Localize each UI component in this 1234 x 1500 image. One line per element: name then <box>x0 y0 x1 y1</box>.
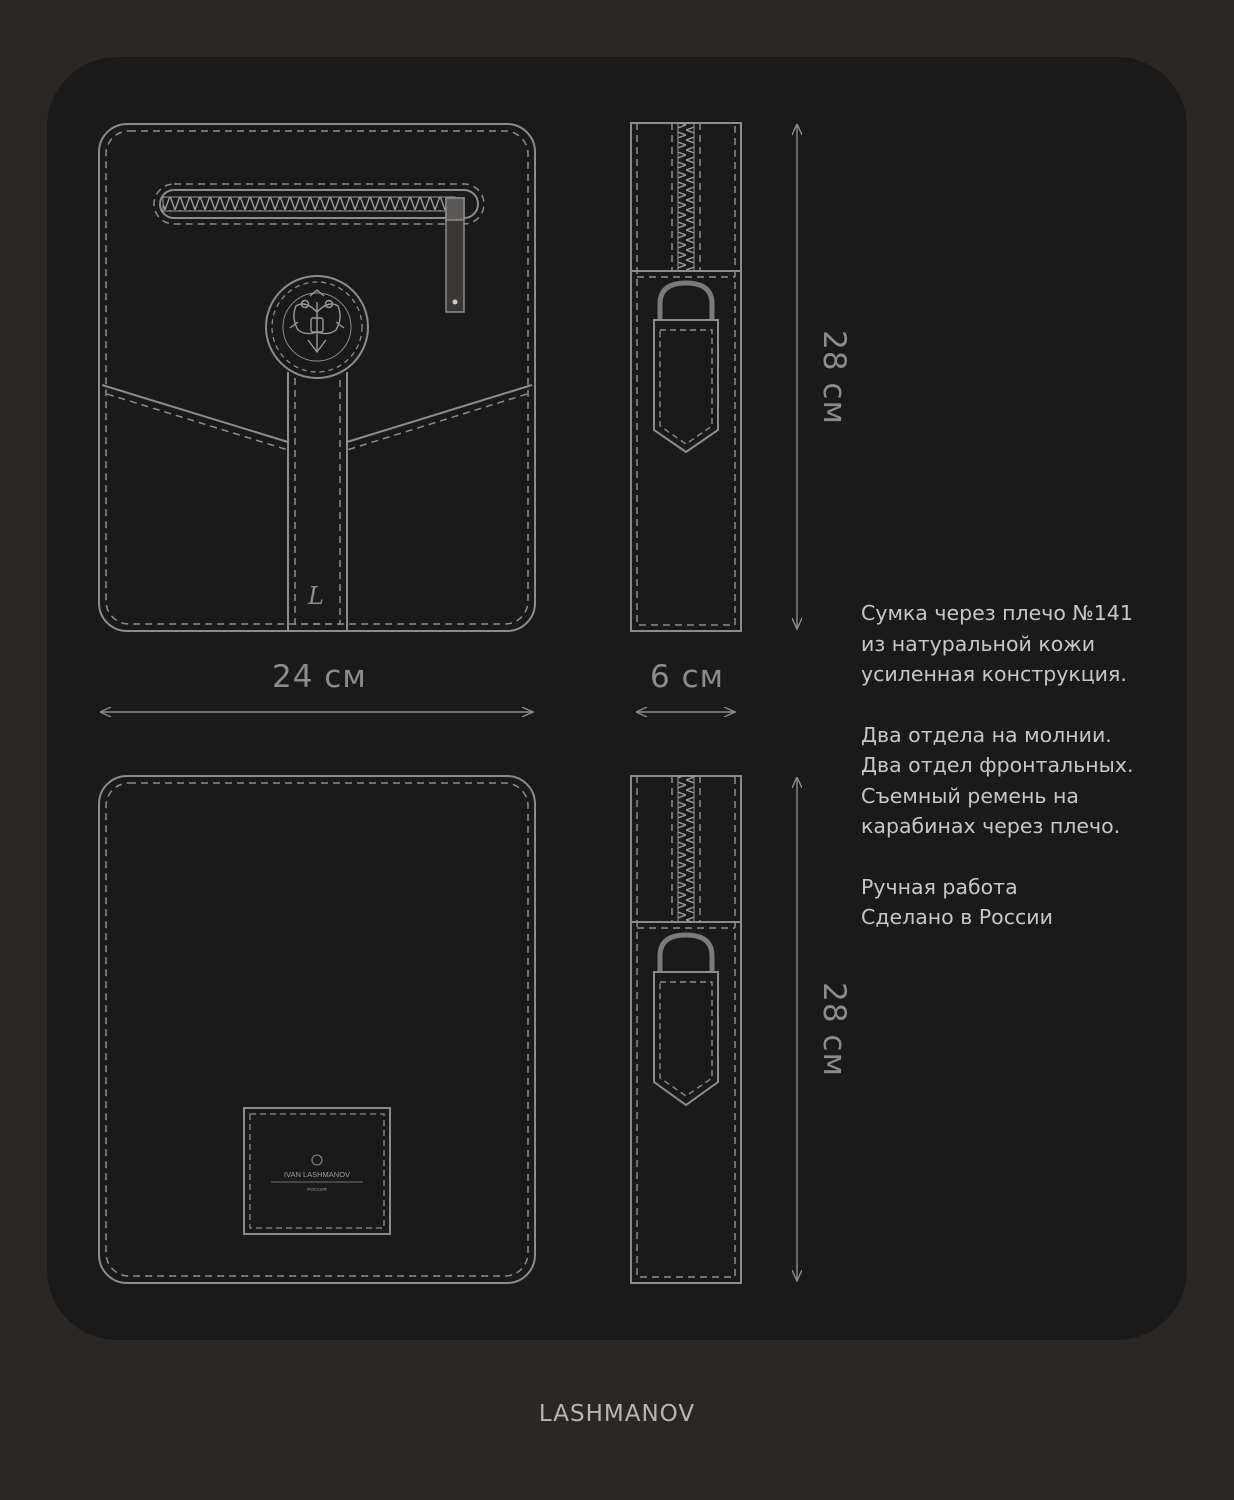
description-line: карабинах через плечо. <box>861 814 1121 838</box>
front-view: L <box>98 123 536 632</box>
description-line: Съемный ремень на <box>861 783 1079 808</box>
height-bottom-label: 28 см <box>815 982 852 1077</box>
strap-monogram: L <box>307 582 324 610</box>
front-zipper <box>153 183 485 313</box>
product-description: Сумка через плечо №141 из натуральной ко… <box>861 598 1191 963</box>
description-line: Ручная работа <box>861 874 1018 899</box>
right-pocket-edge <box>346 384 533 443</box>
side-width-label: 6 см <box>650 659 725 695</box>
description-line: Сумка через плечо №141 <box>861 601 1133 625</box>
emblem-badge <box>265 275 369 379</box>
left-pocket-edge <box>101 384 289 443</box>
side-bottom-strap-tab <box>653 971 719 1107</box>
double-headed-eagle-icon <box>289 289 345 354</box>
side-view-top <box>630 122 742 632</box>
side-view-bottom <box>630 775 742 1284</box>
description-paragraph-2: Два отдела на молнии. Два отдел фронталь… <box>861 720 1191 842</box>
description-paragraph-1: Сумка через плечо №141 из натуральной ко… <box>861 598 1191 690</box>
description-line: усиленная конструкция. <box>861 662 1127 686</box>
front-width-label: 24 см <box>272 659 367 695</box>
front-strap: L <box>287 372 348 632</box>
description-line: из натуральной кожи <box>861 631 1096 656</box>
back-view: IVAN LASHMANOV РОССИЯ <box>98 775 536 1284</box>
label-patch-country: РОССИЯ <box>307 1187 326 1192</box>
label-patch-name: IVAN LASHMANOV <box>284 1170 350 1179</box>
monogram-icon <box>311 1154 323 1166</box>
description-paragraph-3: Ручная работа Сделано в России <box>861 872 1191 933</box>
back-body-stitch <box>105 782 529 1277</box>
description-line: Два отдела на молнии. <box>861 722 1112 747</box>
brand-logo: LASHMANOV <box>538 1401 696 1427</box>
carabiner-ring <box>657 932 715 972</box>
side-top-strap-tab <box>653 319 719 454</box>
side-top-zipper <box>677 122 695 272</box>
description-line: Два отдел фронтальных. <box>861 753 1134 777</box>
height-top-label: 28 см <box>815 330 852 425</box>
side-bottom-zipper <box>677 775 695 923</box>
description-line: Сделано в России <box>861 905 1053 929</box>
drawing-panel <box>47 57 1187 1340</box>
brand-label-patch: IVAN LASHMANOV РОССИЯ <box>243 1107 391 1235</box>
carabiner-ring <box>657 280 715 320</box>
back-body-outline <box>98 775 536 1284</box>
